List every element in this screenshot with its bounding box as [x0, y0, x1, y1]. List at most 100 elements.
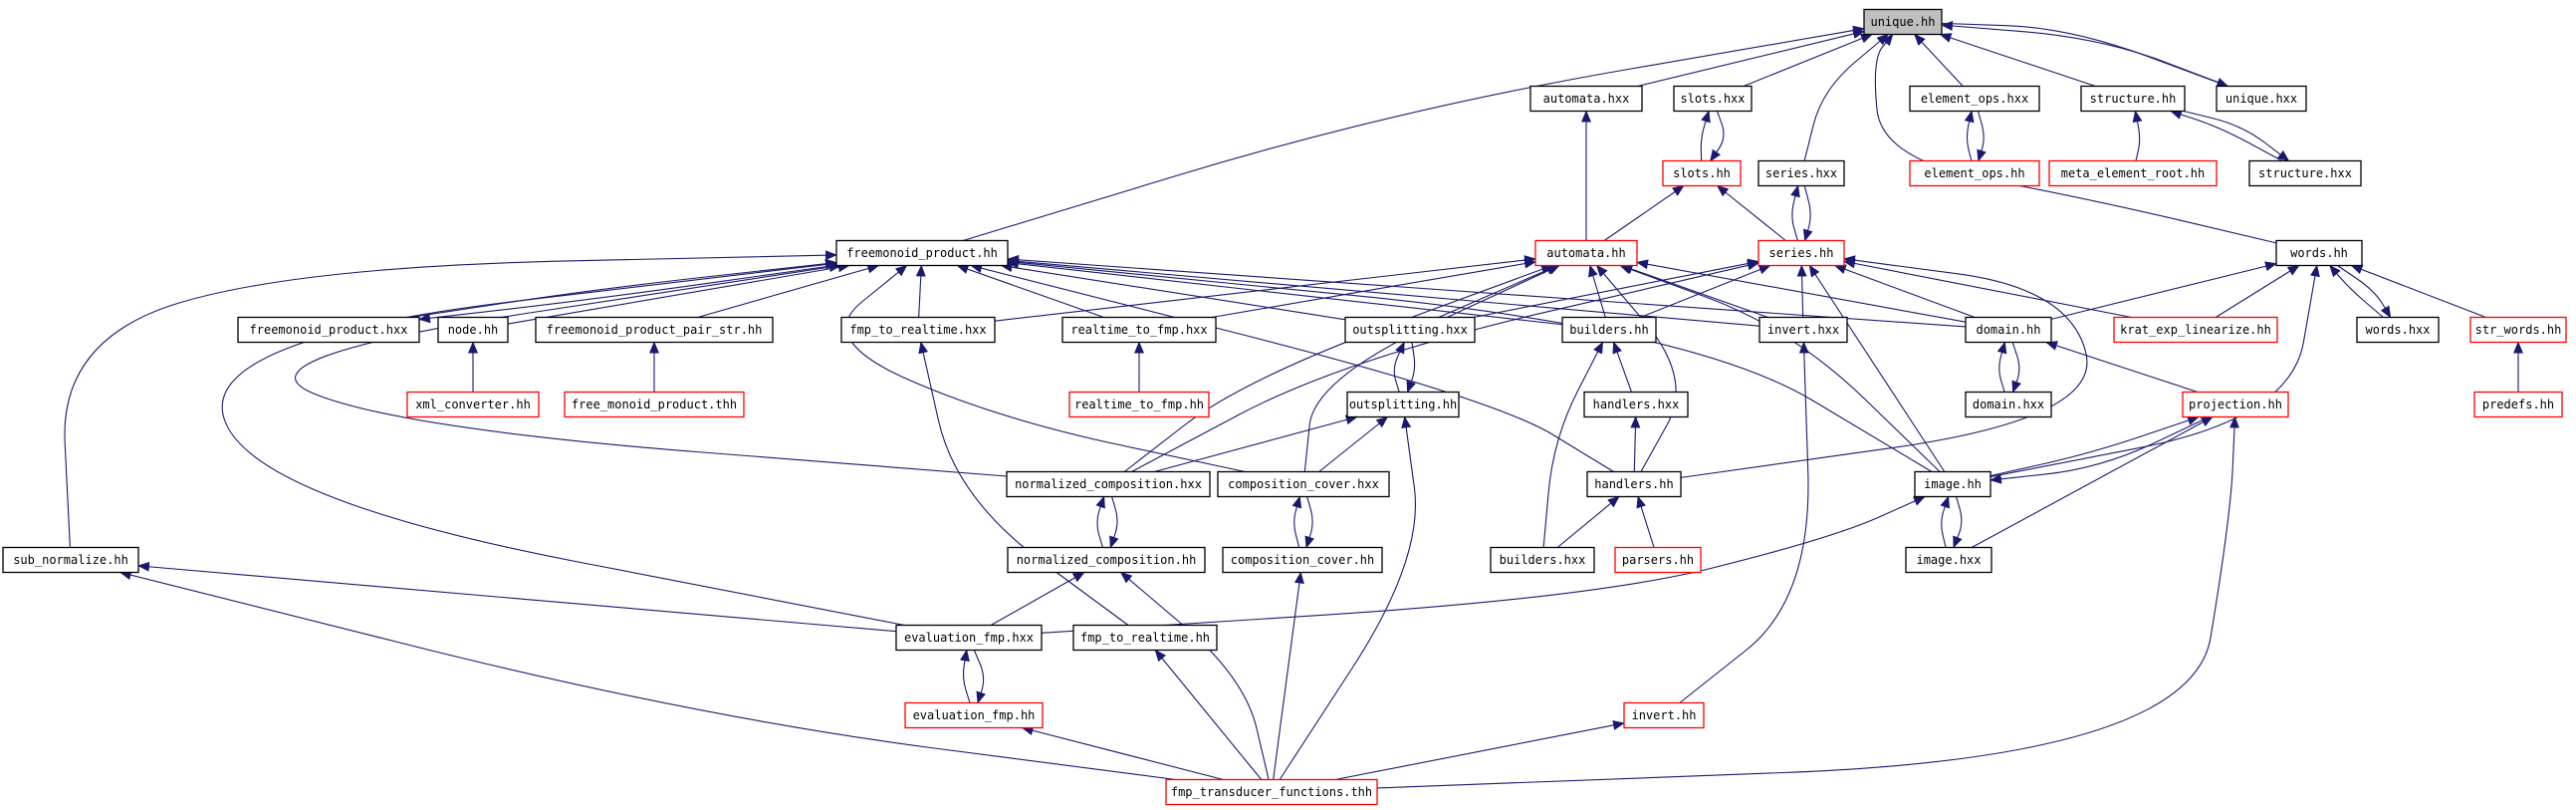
node-unique-hxx[interactable]: unique.hxx	[2216, 85, 2307, 113]
node-box[interactable]	[1561, 316, 1657, 344]
node-image-hh[interactable]: image.hh	[1914, 470, 1991, 498]
node-handlers-hxx[interactable]: handlers.hxx	[1583, 391, 1689, 418]
node-krat-exp-linearize-hh[interactable]: krat_exp_linearize.hh	[2113, 316, 2278, 344]
node-box[interactable]	[1217, 470, 1390, 498]
node-projection-hh[interactable]: projection.hh	[2182, 391, 2289, 418]
node-node-hh[interactable]: node.hh	[437, 316, 509, 344]
node-box[interactable]	[2, 546, 139, 574]
node-parsers-hh[interactable]: parsers.hh	[1614, 546, 1702, 574]
node-fmp-to-realtime-hxx[interactable]: fmp_to_realtime.hxx	[840, 316, 996, 344]
node-domain-hxx[interactable]: domain.hxx	[1965, 391, 2052, 418]
node-freemonoid-product-pair-str-hh[interactable]: freemonoid_product_pair_str.hh	[535, 316, 774, 344]
node-box[interactable]	[1007, 546, 1206, 574]
node-handlers-hh[interactable]: handlers.hh	[1586, 470, 1682, 498]
node-builders-hxx[interactable]: builders.hxx	[1490, 546, 1595, 574]
node-evaluation-fmp-hh[interactable]: evaluation_fmp.hh	[904, 701, 1044, 729]
node-realtime-to-fmp-hh[interactable]: realtime_to_fmp.hh	[1068, 391, 1210, 418]
node-fmp-to-realtime-hh[interactable]: fmp_to_realtime.hh	[1072, 624, 1218, 652]
node-box[interactable]	[437, 316, 509, 344]
node-slots-hxx[interactable]: slots.hxx	[1673, 85, 1753, 113]
node-automata-hh[interactable]: automata.hh	[1534, 239, 1638, 267]
node-slots-hh[interactable]: slots.hh	[1662, 159, 1742, 187]
node-box[interactable]	[1006, 470, 1211, 498]
node-series-hxx[interactable]: series.hxx	[1757, 159, 1845, 187]
node-image-hxx[interactable]: image.hxx	[1905, 546, 1992, 574]
node-box[interactable]	[1757, 239, 1845, 267]
node-box[interactable]	[2182, 391, 2289, 418]
node-normalized-composition-hxx[interactable]: normalized_composition.hxx	[1006, 470, 1211, 498]
node-builders-hh[interactable]: builders.hh	[1561, 316, 1657, 344]
node-series-hh[interactable]: series.hh	[1757, 239, 1845, 267]
node-invert-hxx[interactable]: invert.hxx	[1758, 316, 1848, 344]
node-box[interactable]	[840, 316, 996, 344]
node-normalized-composition-hh[interactable]: normalized_composition.hh	[1007, 546, 1206, 574]
node-box[interactable]	[1757, 159, 1845, 187]
node-box[interactable]	[835, 239, 1009, 267]
node-box[interactable]	[1344, 316, 1476, 344]
node-box[interactable]	[1673, 85, 1753, 113]
node-fmp-transducer-functions-thh[interactable]: fmp_transducer_functions.thh	[1165, 778, 1378, 806]
node-box[interactable]	[1583, 391, 1689, 418]
node-box[interactable]	[2473, 391, 2563, 418]
node-box[interactable]	[2248, 159, 2362, 187]
node-box[interactable]	[1586, 470, 1682, 498]
node-box[interactable]	[1534, 239, 1638, 267]
node-structure-hh[interactable]: structure.hh	[2080, 85, 2186, 113]
node-box[interactable]	[1909, 159, 2040, 187]
node-xml-converter-hh[interactable]: xml_converter.hh	[406, 391, 540, 418]
node-box[interactable]	[1490, 546, 1595, 574]
node-box[interactable]	[1061, 316, 1217, 344]
node-box[interactable]	[237, 316, 420, 344]
node-meta-element-root-hh[interactable]: meta_element_root.hh	[2048, 159, 2218, 187]
node-box[interactable]	[1909, 85, 2040, 113]
node-box[interactable]	[895, 624, 1043, 652]
node-evaluation-fmp-hxx[interactable]: evaluation_fmp.hxx	[895, 624, 1043, 652]
node-structure-hxx[interactable]: structure.hxx	[2248, 159, 2362, 187]
node-box[interactable]	[904, 701, 1044, 729]
node-box[interactable]	[1965, 316, 2052, 344]
node-composition-cover-hh[interactable]: composition_cover.hh	[1222, 546, 1383, 574]
node-unique-hh[interactable]: unique.hh	[1863, 8, 1943, 36]
node-words-hh[interactable]: words.hh	[2275, 239, 2363, 267]
node-box[interactable]	[1758, 316, 1848, 344]
node-composition-cover-hxx[interactable]: composition_cover.hxx	[1217, 470, 1390, 498]
node-element-ops-hxx[interactable]: element_ops.hxx	[1909, 85, 2040, 113]
node-predefs-hh[interactable]: predefs.hh	[2473, 391, 2563, 418]
node-box[interactable]	[2216, 85, 2307, 113]
node-domain-hh[interactable]: domain.hh	[1965, 316, 2052, 344]
node-box[interactable]	[2048, 159, 2218, 187]
node-box[interactable]	[1222, 546, 1383, 574]
node-box[interactable]	[1614, 546, 1702, 574]
node-box[interactable]	[406, 391, 540, 418]
node-box[interactable]	[1165, 778, 1378, 806]
node-freemonoid-product-hxx[interactable]: freemonoid_product.hxx	[237, 316, 420, 344]
node-box[interactable]	[1529, 85, 1643, 113]
node-box[interactable]	[564, 391, 745, 418]
node-box[interactable]	[1662, 159, 1742, 187]
node-outsplitting-hh[interactable]: outsplitting.hh	[1346, 391, 1460, 418]
node-str-words-hh[interactable]: str_words.hh	[2469, 316, 2567, 344]
node-box[interactable]	[1072, 624, 1218, 652]
node-box[interactable]	[1346, 391, 1460, 418]
node-box[interactable]	[535, 316, 774, 344]
node-free-monoid-product-thh[interactable]: free_monoid_product.thh	[564, 391, 745, 418]
node-box[interactable]	[1863, 8, 1943, 36]
node-box[interactable]	[2469, 316, 2567, 344]
node-freemonoid-product-hh[interactable]: freemonoid_product.hh	[835, 239, 1009, 267]
node-sub-normalize-hh[interactable]: sub_normalize.hh	[2, 546, 139, 574]
node-element-ops-hh[interactable]: element_ops.hh	[1909, 159, 2040, 187]
node-box[interactable]	[1623, 701, 1705, 729]
node-box[interactable]	[2113, 316, 2278, 344]
node-box[interactable]	[2356, 316, 2440, 344]
node-outsplitting-hxx[interactable]: outsplitting.hxx	[1344, 316, 1476, 344]
node-box[interactable]	[1905, 546, 1992, 574]
node-box[interactable]	[1068, 391, 1210, 418]
node-invert-hh[interactable]: invert.hh	[1623, 701, 1705, 729]
node-realtime-to-fmp-hxx[interactable]: realtime_to_fmp.hxx	[1061, 316, 1217, 344]
node-box[interactable]	[2080, 85, 2186, 113]
node-automata-hxx[interactable]: automata.hxx	[1529, 85, 1643, 113]
node-box[interactable]	[2275, 239, 2363, 267]
node-words-hxx[interactable]: words.hxx	[2356, 316, 2440, 344]
node-box[interactable]	[1965, 391, 2052, 418]
node-box[interactable]	[1914, 470, 1991, 498]
